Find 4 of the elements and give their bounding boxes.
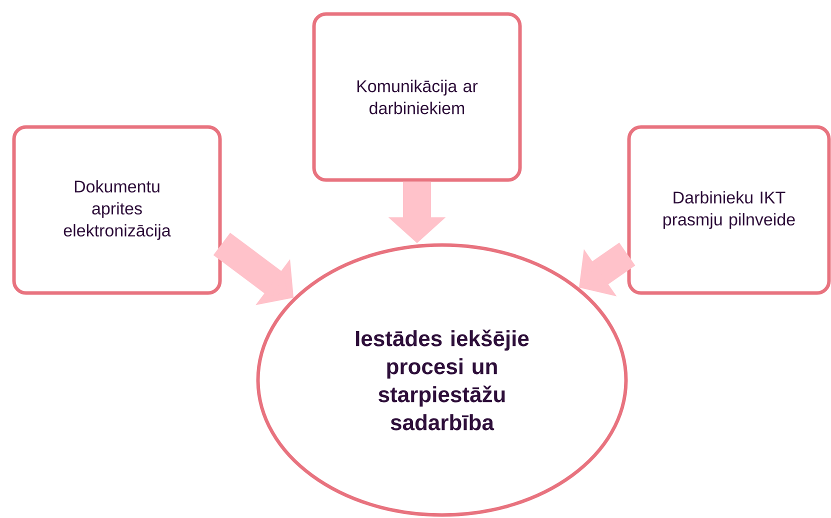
block-arrow [579, 242, 636, 296]
text-box: Dokumentu aprites elektronizācija [12, 125, 222, 295]
text-box: Komunikācija ar darbiniekiem [312, 12, 522, 182]
text-box: Darbinieku IKT prasmju pilnveide [627, 125, 831, 295]
